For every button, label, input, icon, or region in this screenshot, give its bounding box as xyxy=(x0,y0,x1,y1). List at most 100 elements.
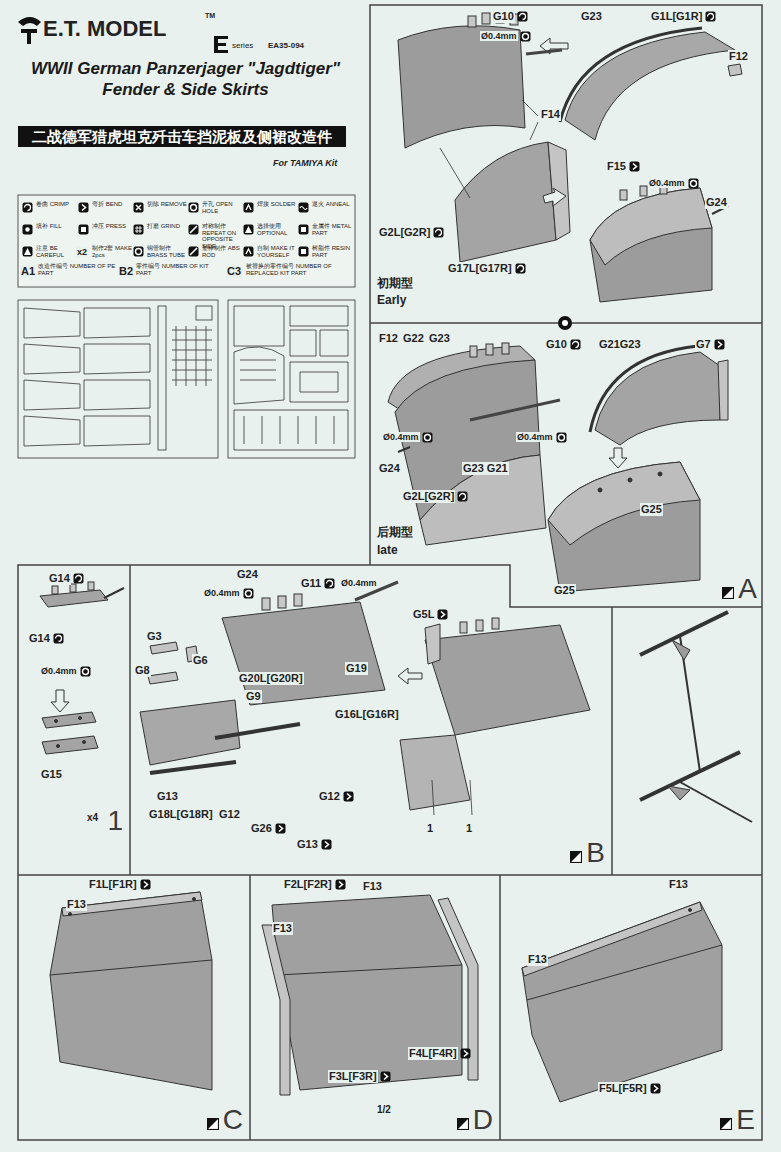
hinge-parts xyxy=(40,590,108,607)
divider-symbol xyxy=(558,316,572,330)
legend-symbol xyxy=(78,224,89,235)
symbol-icon xyxy=(425,435,431,441)
symbol-icon xyxy=(523,34,529,40)
part-number: F3L[F3R] xyxy=(328,1070,378,1083)
symbol-icon xyxy=(718,342,722,348)
side-skirt-panels xyxy=(278,965,462,975)
symbol-icon xyxy=(651,1084,661,1094)
late-fender-assembly xyxy=(598,488,602,492)
side-skirt-panels xyxy=(69,913,72,916)
symbol-icon xyxy=(325,842,329,848)
symbol-icon xyxy=(141,880,151,890)
symbol-icon xyxy=(691,181,697,187)
symbol-icon xyxy=(56,636,62,642)
legend-text: 改造件编号 NUMBER OF PE PART xyxy=(38,263,116,276)
rear-fender-assembly xyxy=(215,724,300,738)
part-number: x4 xyxy=(86,812,99,824)
symbol-icon xyxy=(80,666,91,677)
symbol-icon xyxy=(515,263,526,274)
legend-text: 被替换的零件编号 NUMBER OF REPLACED KIT PART xyxy=(246,263,351,276)
symbol-icon xyxy=(573,342,579,348)
symbol-icon xyxy=(321,839,332,850)
early-fender-assembly xyxy=(398,12,742,302)
part-number: F13 xyxy=(66,898,87,911)
symbol-icon xyxy=(299,225,309,235)
photo-etch-fret xyxy=(172,326,212,386)
part-number: 1 xyxy=(426,822,434,835)
symbol-icon xyxy=(189,225,199,235)
part-number: 1/2 xyxy=(376,1104,392,1116)
early-fender-assembly xyxy=(468,16,476,27)
symbol-icon xyxy=(134,203,144,213)
legend-text: 金属件 METAL PART xyxy=(312,223,352,236)
symbol-icon xyxy=(324,578,335,589)
side-skirt-panels xyxy=(50,960,212,975)
photo-etch-fret xyxy=(234,347,284,404)
rear-fender-assembly xyxy=(398,668,422,684)
legend-symbol xyxy=(133,224,144,235)
legend-text: 开孔 OPEN HOLE xyxy=(202,201,242,214)
symbol-icon xyxy=(650,1083,661,1094)
symbol-icon xyxy=(300,207,307,210)
symbol-icon xyxy=(343,791,354,802)
symbol-icon xyxy=(516,264,526,274)
symbol-icon xyxy=(134,247,144,257)
legend-box xyxy=(18,195,355,287)
late-fender-assembly xyxy=(388,343,728,592)
photo-etch-fret xyxy=(24,344,150,374)
hinge-parts xyxy=(52,586,58,594)
symbol-icon xyxy=(630,162,640,172)
legend-symbol xyxy=(22,224,33,235)
symbol-icon xyxy=(518,12,528,22)
sheet-title: WWII German Panzerjager "Jagdtiger" Fend… xyxy=(18,58,353,101)
part-number: F13 xyxy=(668,878,689,891)
part-number: G5L xyxy=(412,608,435,621)
symbol-icon xyxy=(461,1049,471,1059)
part-number: G2L[G2R] xyxy=(378,226,431,239)
photo-etch-fret xyxy=(290,362,348,402)
legend-text: 冲压 PRESS xyxy=(92,223,132,230)
bracket-detail xyxy=(640,752,740,800)
part-number: G20L[G20R] xyxy=(238,672,304,685)
symbol-icon xyxy=(380,1071,391,1082)
symbol-icon xyxy=(299,203,309,213)
symbol-icon xyxy=(705,11,716,22)
late-fender-assembly xyxy=(658,472,662,476)
rear-fender-assembly xyxy=(460,622,467,633)
step-letter: C xyxy=(222,1106,244,1134)
symbol-icon xyxy=(458,1119,469,1130)
hinge-parts xyxy=(79,717,82,720)
part-number: G1L[G1R] xyxy=(650,10,703,23)
legend-symbol xyxy=(298,202,309,213)
step-panel: D xyxy=(250,875,500,1140)
part-number: G12 xyxy=(218,808,241,821)
symbol-icon xyxy=(722,587,734,599)
part-number: G12 xyxy=(318,790,341,803)
header-text: TM xyxy=(204,12,216,20)
legend-text: 退火 ANNEAL xyxy=(312,201,352,208)
early-fender-assembly xyxy=(560,28,702,122)
part-number: F14 xyxy=(540,108,561,121)
part-number: F13 xyxy=(527,953,548,966)
symbol-icon xyxy=(438,610,448,620)
rear-fender-assembly xyxy=(425,625,590,735)
symbol-icon xyxy=(336,880,346,890)
hinge-parts xyxy=(42,736,98,754)
early-fender-assembly xyxy=(640,186,647,196)
symbol-icon xyxy=(434,228,444,238)
hinge-parts xyxy=(42,712,96,728)
symbol-icon xyxy=(25,227,29,231)
part-number: G13 xyxy=(296,838,319,851)
legend-text: 弯折 BEND xyxy=(92,201,132,208)
brand-logo xyxy=(18,17,228,53)
symbol-icon xyxy=(276,824,286,834)
symbol-icon xyxy=(208,1119,219,1130)
symbol-icon xyxy=(322,840,332,850)
rear-fender-assembly xyxy=(222,602,385,705)
part-number: G14 xyxy=(28,632,51,645)
symbol-icon xyxy=(571,852,582,863)
symbol-icon xyxy=(23,225,33,235)
part-number: G24 xyxy=(705,196,728,209)
symbol-icon xyxy=(81,227,86,232)
